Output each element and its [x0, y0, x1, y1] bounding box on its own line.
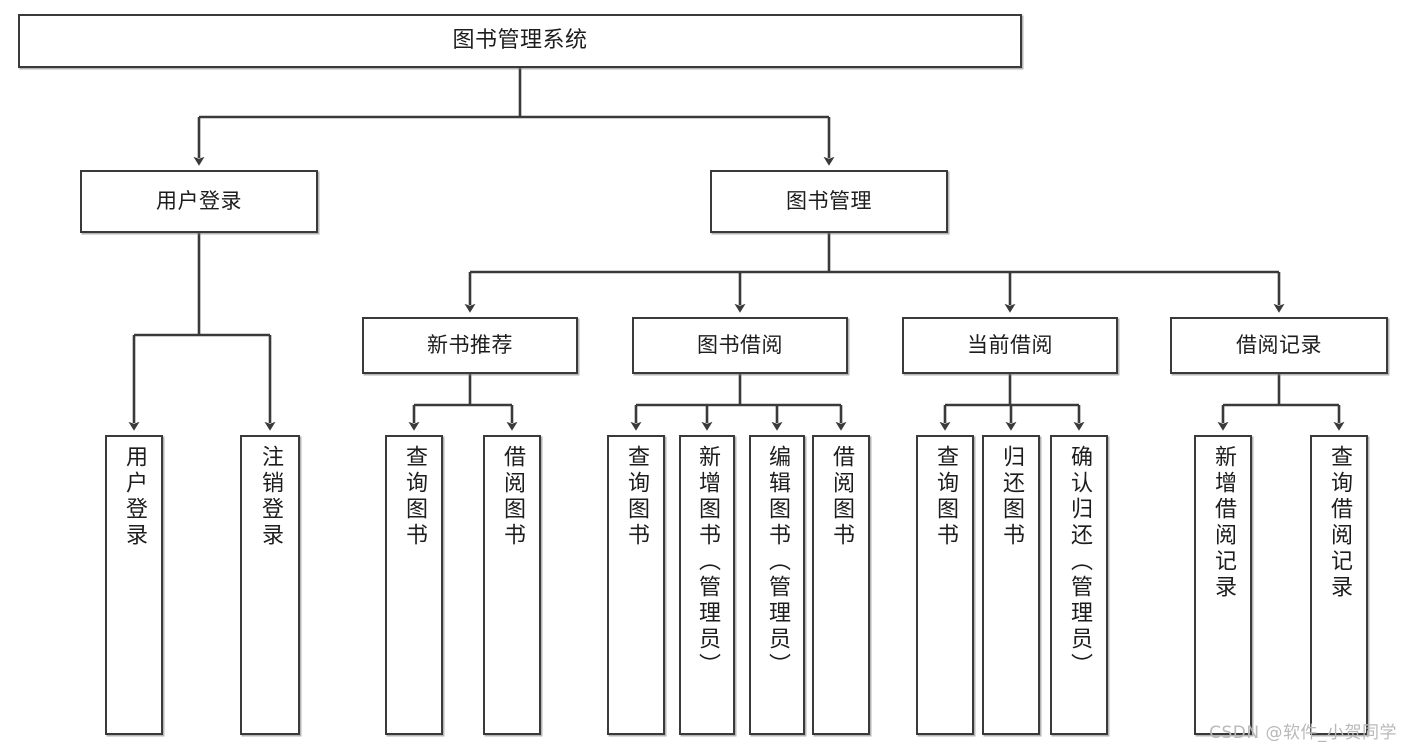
- node-book-management-module[interactable]: 图书管理: [710, 170, 948, 233]
- node-label: 新书推荐: [427, 333, 513, 358]
- node-label: 图书借阅: [697, 333, 783, 358]
- node-leaf-edit-book-admin[interactable]: 编辑图书（管理员）: [749, 435, 805, 735]
- node-leaf-logout[interactable]: 注销登录: [240, 435, 300, 735]
- node-label: 查询借阅记录: [1327, 445, 1352, 601]
- node-leaf-query-book-current[interactable]: 查询图书: [916, 435, 974, 735]
- node-leaf-confirm-return-admin[interactable]: 确认归还（管理员）: [1050, 435, 1108, 735]
- node-label: 查询图书: [402, 445, 427, 549]
- node-label: 编辑图书（管理员）: [765, 445, 790, 679]
- node-leaf-borrow-book[interactable]: 借阅图书: [812, 435, 870, 735]
- node-label: 查询图书: [933, 445, 958, 549]
- node-label: 新增借阅记录: [1211, 445, 1236, 601]
- node-label: 查询图书: [624, 445, 649, 549]
- node-label: 确认归还（管理员）: [1067, 445, 1092, 679]
- node-leaf-return-book[interactable]: 归还图书: [982, 435, 1040, 735]
- node-label: 注销登录: [258, 445, 283, 549]
- node-leaf-user-login[interactable]: 用户登录: [105, 435, 163, 735]
- node-borrow-record[interactable]: 借阅记录: [1170, 317, 1388, 374]
- node-label: 用户登录: [122, 445, 147, 549]
- node-label: 新增图书（管理员）: [695, 445, 720, 679]
- node-label: 借阅图书: [500, 445, 525, 549]
- node-new-book-recommend[interactable]: 新书推荐: [362, 317, 578, 374]
- node-label: 图书管理: [786, 189, 872, 214]
- node-label: 用户登录: [156, 189, 242, 214]
- node-label: 归还图书: [999, 445, 1024, 549]
- node-label: 当前借阅: [967, 333, 1053, 358]
- watermark-text: CSDN @软件_小贺同学: [1209, 723, 1397, 743]
- node-label: 借阅记录: [1236, 333, 1322, 358]
- node-leaf-borrow-book-recommend[interactable]: 借阅图书: [483, 435, 541, 735]
- node-leaf-query-borrow-record[interactable]: 查询借阅记录: [1310, 435, 1368, 735]
- node-leaf-add-borrow-record[interactable]: 新增借阅记录: [1194, 435, 1252, 735]
- node-leaf-query-book-recommend[interactable]: 查询图书: [385, 435, 443, 735]
- node-user-login-module[interactable]: 用户登录: [80, 170, 318, 233]
- node-label: 图书管理系统: [452, 28, 588, 54]
- node-root-system[interactable]: 图书管理系统: [18, 14, 1022, 68]
- node-leaf-add-book-admin[interactable]: 新增图书（管理员）: [679, 435, 735, 735]
- node-label: 借阅图书: [829, 445, 854, 549]
- node-leaf-query-book-borrow[interactable]: 查询图书: [607, 435, 665, 735]
- node-book-borrow[interactable]: 图书借阅: [632, 317, 848, 374]
- node-current-borrow[interactable]: 当前借阅: [902, 317, 1118, 374]
